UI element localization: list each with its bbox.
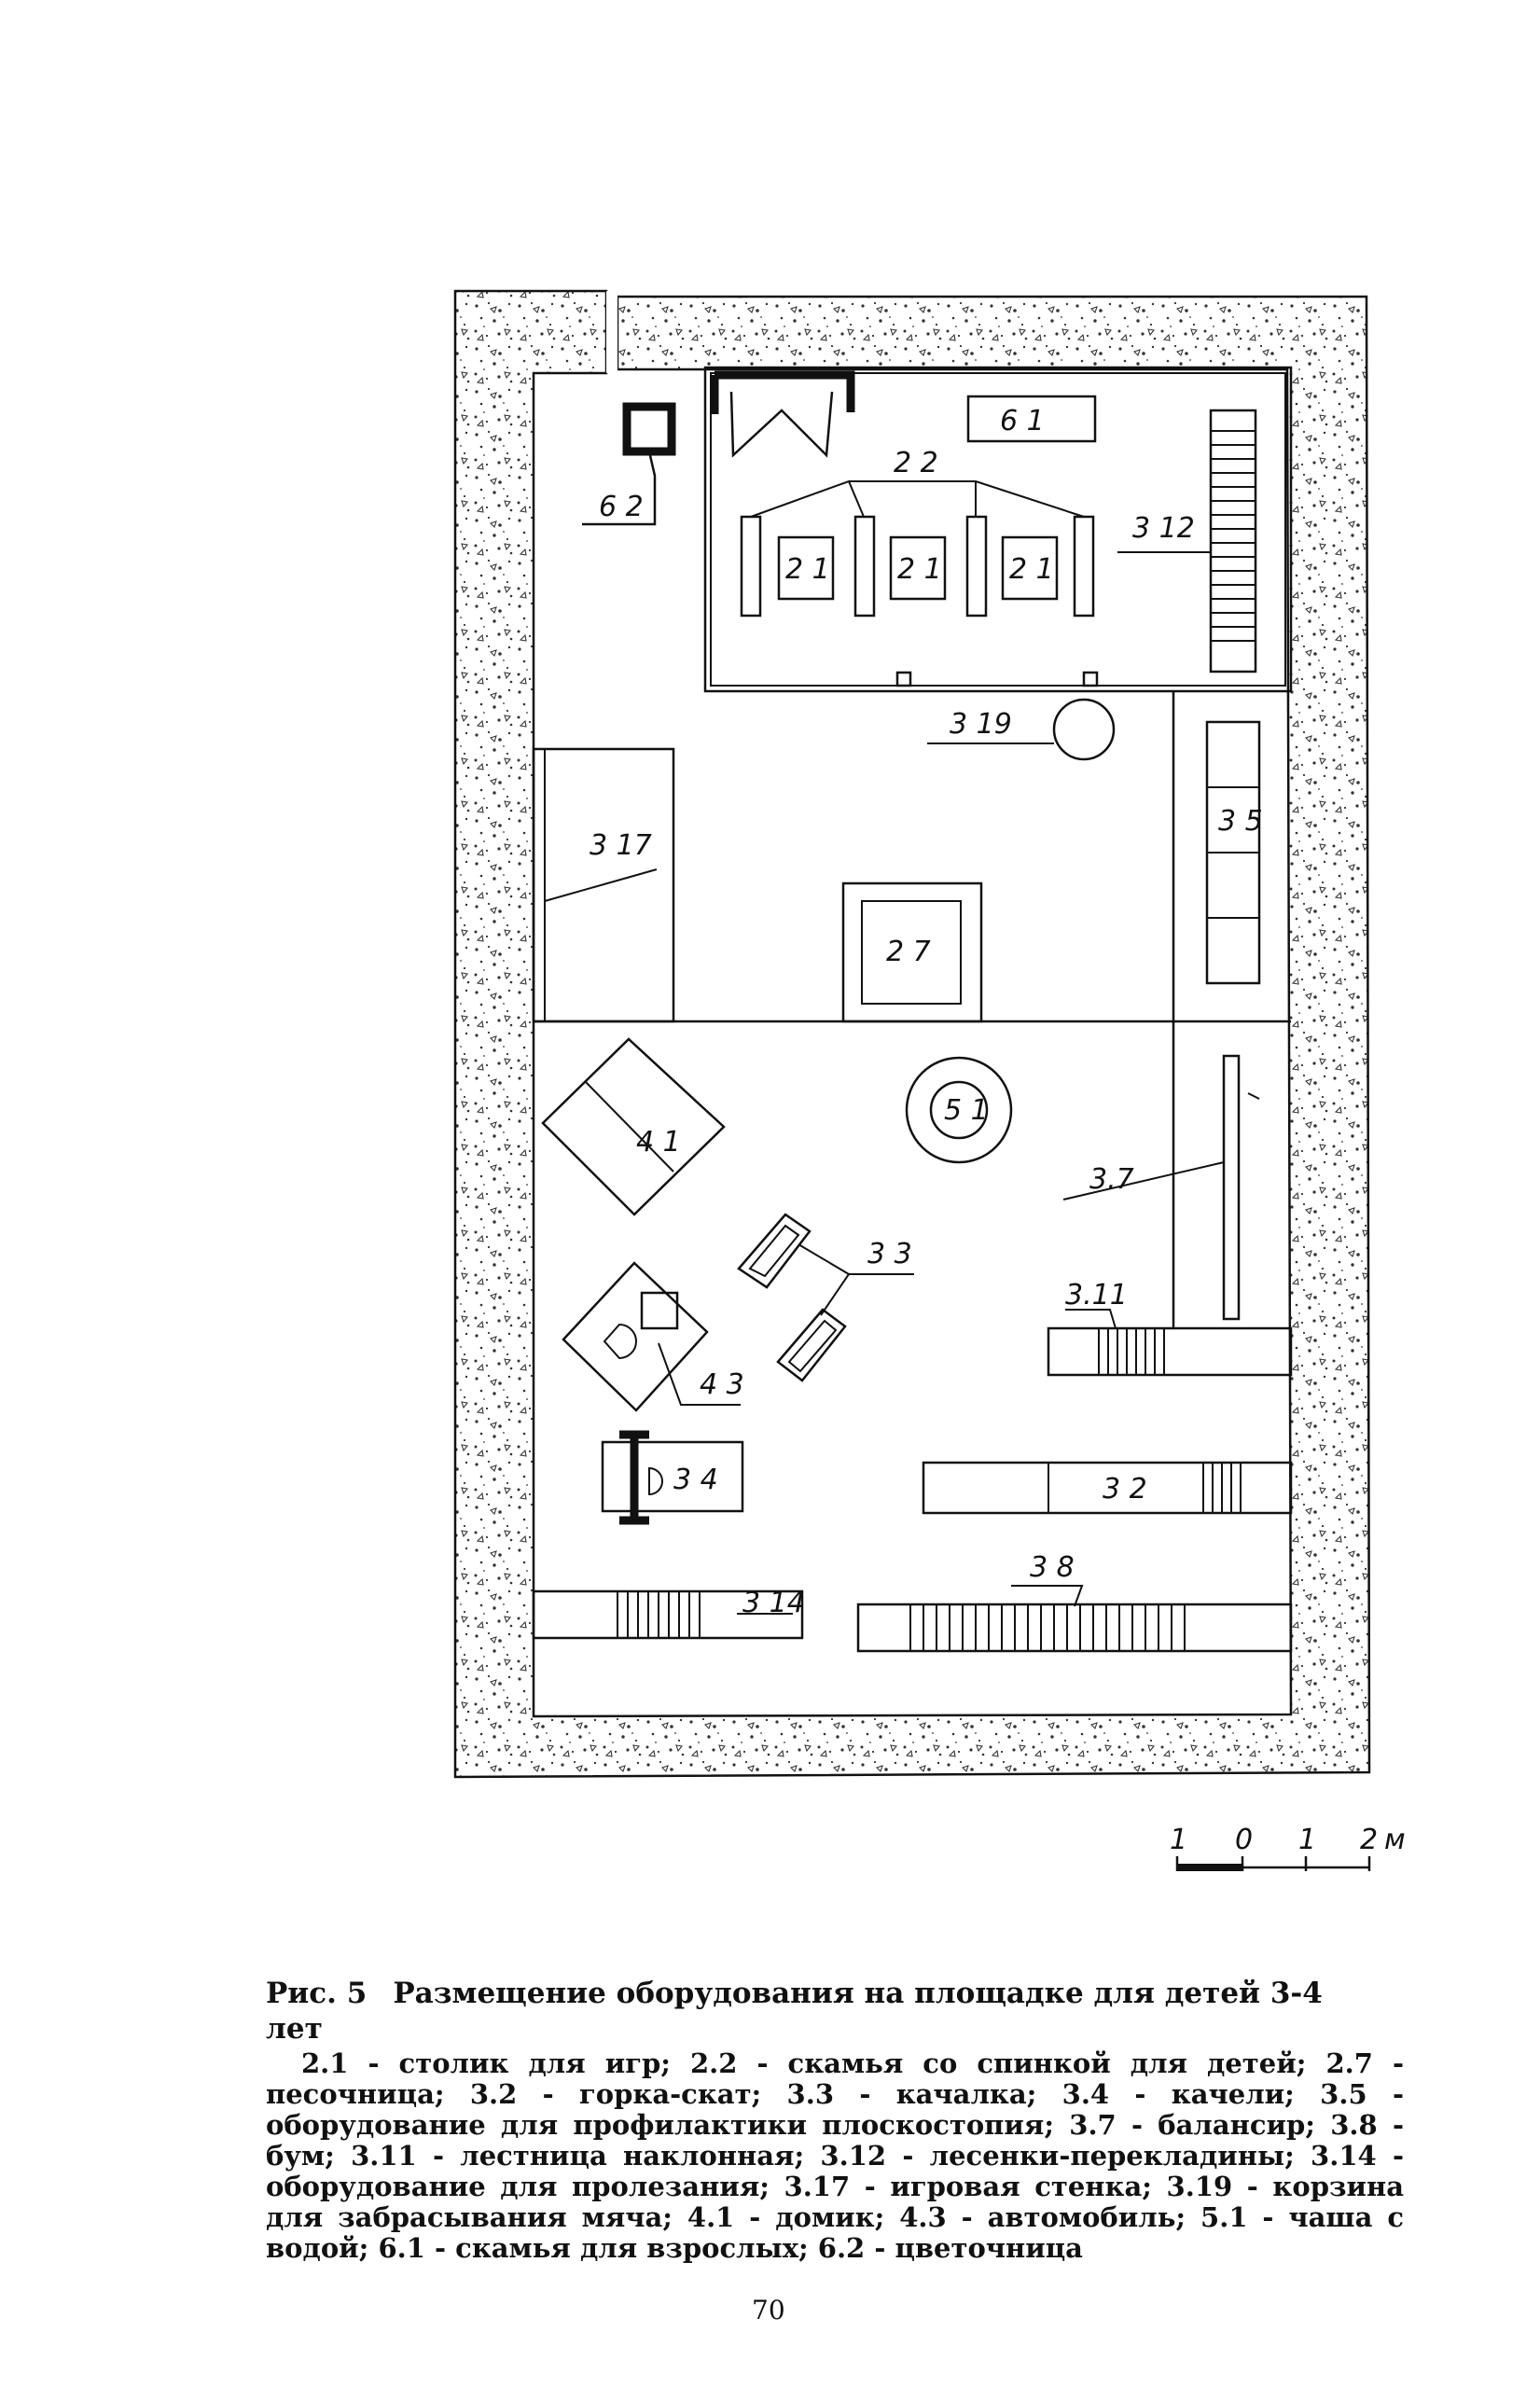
label-3-14: 3 14: [742, 1587, 805, 1619]
label-2-7: 2 7: [886, 936, 931, 968]
water-bowl: [905, 1056, 1013, 1164]
label-6-1: 6 1: [1000, 405, 1045, 437]
label-4-1: 4 1: [636, 1126, 681, 1159]
beam: [856, 1585, 1293, 1653]
flatfoot-equipment: [1205, 720, 1261, 985]
swing: [601, 1430, 744, 1525]
figure-title: Размещение оборудования на площадке для …: [266, 1977, 1323, 2046]
crawl-through: [532, 1589, 804, 1640]
bench-adults: [966, 395, 1097, 443]
rocking-toys: [737, 1213, 914, 1382]
label-2-1-b: 2 1: [897, 553, 942, 586]
label-4-3: 4 3: [700, 1368, 744, 1401]
label-3-5: 3 5: [1218, 805, 1263, 838]
page-number: 70: [752, 2295, 785, 2325]
label-2-1-c: 2 1: [1009, 553, 1054, 586]
play-tables: [777, 535, 1059, 601]
label-3-8: 3 8: [1030, 1551, 1075, 1584]
caption-legend: 2.1 - столик для игр; 2.2 - скамья со сп…: [266, 2047, 1404, 2264]
scale-tick-1b: 1: [1298, 1824, 1316, 1856]
upper-zone: [534, 366, 1293, 1023]
label-3-7: 3.7: [1089, 1163, 1134, 1196]
ladder-rungs: [1117, 409, 1257, 673]
shelter: [710, 370, 855, 458]
house: [541, 1037, 726, 1216]
label-3-11: 3.11: [1065, 1279, 1128, 1312]
label-5-1: 5 1: [944, 1094, 989, 1127]
label-6-2: 6 2: [599, 491, 644, 523]
scale-bar: [1175, 1856, 1371, 1871]
car: [562, 1261, 741, 1412]
scale-unit: м: [1384, 1824, 1406, 1856]
play-wall: [532, 747, 675, 1023]
label-3-2: 3 2: [1103, 1473, 1147, 1506]
label-3-17: 3 17: [590, 829, 652, 862]
balance-beam: [1062, 1021, 1260, 1328]
label-2-2: 2 2: [894, 447, 938, 479]
inclined-ladder: [1047, 1309, 1293, 1377]
scale-tick-1: 1: [1170, 1824, 1187, 1856]
label-2-1-a: 2 1: [785, 553, 830, 586]
flower-box: [582, 402, 676, 526]
label-3-19: 3 19: [950, 708, 1012, 741]
children-benches: [740, 479, 1095, 618]
scale-tick-0: 0: [1235, 1824, 1253, 1856]
border-strip: [453, 289, 1371, 1779]
sandbox: [841, 881, 983, 1023]
figure-number: Рис. 5: [266, 1977, 368, 2010]
label-3-4: 3 4: [673, 1464, 718, 1496]
label-3-12: 3 12: [1132, 512, 1195, 545]
slide: [922, 1461, 1293, 1515]
label-3-3: 3 3: [867, 1238, 912, 1270]
scale-tick-2: 2: [1360, 1824, 1378, 1856]
ball-basket: [927, 698, 1116, 761]
